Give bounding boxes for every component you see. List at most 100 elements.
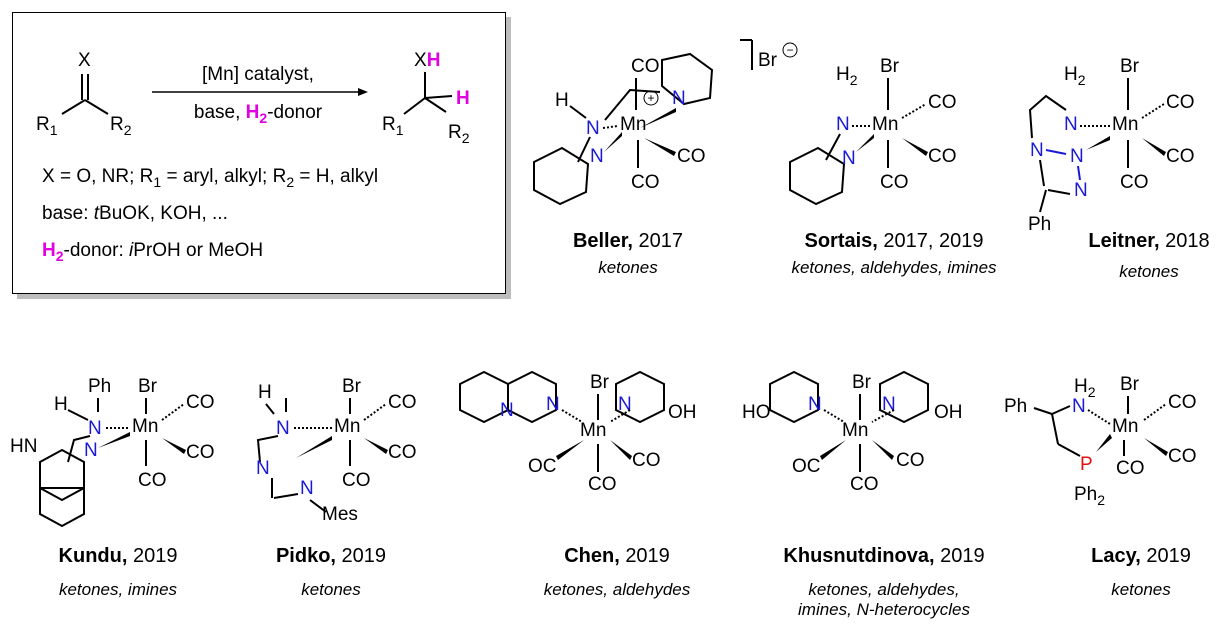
svg-text:H: H (54, 394, 68, 415)
caption-pidko: Pidko, 2019 (275, 545, 387, 567)
svg-text:HO: HO (742, 402, 771, 423)
svg-text:CO: CO (1166, 146, 1195, 167)
svg-text:N: N (1074, 180, 1088, 201)
conditions-line-1: X = O, NR; R1 = aryl, alkyl; R2 = H, alk… (42, 166, 378, 190)
svg-text:Br: Br (1120, 56, 1140, 77)
svg-text:H2: H2 (1074, 376, 1096, 400)
svg-text:Br: Br (1120, 374, 1140, 395)
svg-text:CO: CO (138, 470, 167, 491)
svg-text:Br: Br (758, 50, 778, 71)
caption-kundu: Kundu, 2019 (58, 545, 178, 567)
caption-lacy: Lacy, 2019 (1091, 545, 1191, 567)
substrates-khusnutdinova: ketones, aldehydes, imines, N-heterocycl… (798, 580, 970, 619)
svg-text:CO: CO (388, 442, 417, 463)
svg-text:CO: CO (928, 146, 957, 167)
svg-text:OC: OC (528, 456, 557, 477)
svg-text:CO: CO (896, 450, 925, 471)
substrate-x: X (78, 50, 91, 71)
svg-text:Br: Br (590, 372, 610, 393)
svg-text:H2: H2 (836, 64, 858, 88)
svg-text:CO: CO (1168, 392, 1197, 413)
structure-leitner: H2 N Mn Br CO CO CO N N N Ph (1028, 56, 1195, 235)
svg-text:N: N (808, 394, 822, 415)
svg-text:+: + (647, 91, 654, 105)
svg-text:CO: CO (631, 172, 660, 193)
substrates-chen: ketones, aldehydes (543, 580, 691, 599)
svg-text:CO: CO (1120, 172, 1149, 193)
svg-text:H2: H2 (1064, 64, 1086, 88)
svg-text:R1: R1 (36, 114, 58, 138)
caption-beller: Beller, 2017 (572, 230, 684, 252)
substrates-sortais: ketones, aldehydes, imines (791, 258, 997, 277)
arrow-top-label: [Mn] catalyst, (202, 64, 314, 85)
svg-text:Ph: Ph (1028, 214, 1051, 235)
svg-text:CO: CO (186, 392, 215, 413)
substrates-leitner: ketones (1119, 262, 1179, 281)
structure-pidko: H N Mn Br CO CO CO N N Mes (256, 376, 417, 525)
product: XH H R1 R2 (382, 50, 470, 146)
svg-text:−: − (786, 43, 793, 57)
svg-text:H: H (258, 382, 272, 403)
svg-text:H: H (555, 90, 569, 111)
svg-text:R1: R1 (382, 114, 404, 138)
svg-text:Br: Br (138, 376, 158, 397)
svg-text:N: N (672, 88, 686, 109)
svg-text:Mn: Mn (842, 420, 868, 441)
svg-text:N: N (618, 394, 632, 415)
svg-text:N: N (546, 394, 560, 415)
svg-text:Ph: Ph (1004, 396, 1027, 417)
svg-text:Ph: Ph (88, 376, 111, 397)
svg-text:N: N (836, 114, 850, 135)
svg-text:N: N (586, 118, 600, 139)
svg-text:N: N (84, 440, 98, 461)
caption-chen: Chen, 2019 (564, 545, 670, 567)
svg-text:OH: OH (934, 402, 963, 423)
reaction-arrow: [Mn] catalyst, base, H2-donor (152, 64, 368, 126)
substrates-pidko: ketones (301, 580, 361, 599)
svg-text:Br: Br (342, 376, 362, 397)
substrates-beller: ketones (598, 258, 658, 277)
svg-text:N: N (300, 478, 314, 499)
svg-text:N: N (882, 394, 896, 415)
svg-text:CO: CO (1168, 446, 1197, 467)
svg-text:Mes: Mes (322, 504, 358, 525)
svg-text:Mn: Mn (580, 420, 606, 441)
conditions-line-2: base: tBuOK, KOH, ... (42, 203, 228, 224)
structure-kundu: Ph H N Mn Br CO CO CO HN N (10, 376, 215, 528)
arrow-bottom-label: base, H2-donor (194, 102, 323, 126)
substrates-lacy: ketones (1111, 580, 1171, 599)
structure-beller: H N Mn + CO N Br − CO CO N (533, 39, 798, 206)
svg-text:N: N (1072, 396, 1086, 417)
svg-text:Mn: Mn (872, 114, 898, 135)
svg-text:N: N (590, 146, 604, 167)
svg-text:Mn: Mn (132, 416, 158, 437)
svg-text:OH: OH (668, 402, 697, 423)
svg-text:OC: OC (792, 456, 821, 477)
svg-text:CO: CO (632, 450, 661, 471)
svg-text:Mn: Mn (1112, 416, 1138, 437)
svg-text:N: N (88, 418, 102, 439)
svg-text:CO: CO (342, 470, 371, 491)
svg-text:Mn: Mn (334, 416, 360, 437)
svg-text:R2: R2 (448, 122, 470, 146)
svg-text:CO: CO (186, 442, 215, 463)
svg-text:CO: CO (1166, 92, 1195, 113)
svg-text:HN: HN (10, 436, 37, 457)
svg-text:Br: Br (880, 56, 900, 77)
substrates-kundu: ketones, imines (58, 580, 178, 599)
svg-text:CO: CO (928, 92, 957, 113)
svg-text:CO: CO (388, 392, 417, 413)
svg-text:CO: CO (1116, 458, 1145, 479)
svg-text:N: N (1070, 146, 1084, 167)
conditions-line-3: H2-donor: iPrOH or MeOH (42, 240, 263, 264)
caption-khusnutdinova: Khusnutdinova, 2019 (783, 545, 985, 567)
structure-lacy: Ph H2 N Mn Br CO CO CO P Ph2 (1004, 374, 1197, 508)
svg-text:N: N (842, 148, 856, 169)
svg-text:Ph2: Ph2 (1074, 484, 1105, 508)
caption-leitner: Leitner, 2018 (1088, 230, 1210, 252)
structure-khusnutdinova: N HO Br N OH Mn OC CO CO (742, 370, 963, 495)
svg-text:R2: R2 (110, 114, 132, 138)
svg-text:N: N (1064, 114, 1078, 135)
svg-text:N: N (1030, 140, 1044, 161)
